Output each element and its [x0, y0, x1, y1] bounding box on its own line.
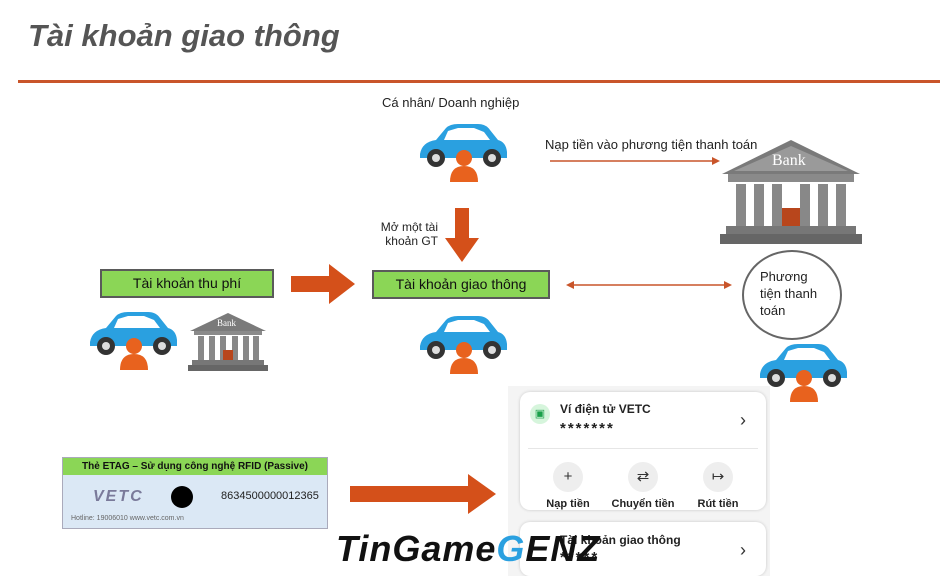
withdraw-action[interactable]: ↦ Rút tiền — [678, 462, 758, 510]
bank-text: Bank — [772, 152, 806, 169]
withdraw-action-label: Rút tiền — [697, 498, 739, 510]
right-arrow-middle — [291, 264, 355, 304]
etag-footer: Hotline: 19006010 www.vetc.com.vn — [71, 515, 184, 522]
payment-method-circle: Phương tiện thanh toán — [742, 250, 842, 340]
page-title: Tài khoản giao thông — [28, 18, 340, 53]
traffic-card-masked: ***** — [560, 549, 600, 566]
etag-number: 8634500000012365 — [221, 490, 319, 502]
open-account-label: Mở một tài khoản GT — [380, 220, 438, 248]
plus-icon: + — [553, 462, 583, 492]
transfer-action[interactable]: ⇄ Chuyển tiền — [603, 462, 683, 510]
title-divider — [18, 80, 940, 83]
topup-label: Nạp tiền vào phương tiện thanh toán — [545, 137, 758, 152]
bank-text-small: Bank — [217, 318, 236, 328]
individual-label: Cá nhân/ Doanh nghiệp — [382, 95, 520, 110]
wallet-icon: ▣ — [530, 404, 550, 424]
etag-card: Thẻ ETAG – Sử dụng công nghệ RFID (Passi… — [62, 457, 328, 529]
wallet-masked-balance: ******* — [560, 420, 615, 437]
bank-icon-large — [720, 140, 862, 244]
watermark-logo: TinGameGENZ — [336, 528, 601, 569]
car-person-icon-middle — [420, 316, 507, 374]
wallet-title: Ví điện tử VETC — [560, 402, 651, 416]
traffic-card-chevron-icon[interactable]: › — [740, 540, 746, 560]
bank-icon-small — [188, 313, 268, 371]
down-arrow — [445, 208, 479, 262]
traffic-card-title: Tài khoản giao thông — [560, 533, 681, 547]
topup-arrow — [550, 157, 720, 165]
traffic-account-card[interactable]: Tài khoản giao thông ***** › — [520, 522, 766, 576]
transfer-icon: ⇄ — [628, 462, 658, 492]
wallet-chevron-icon[interactable]: › — [740, 410, 746, 430]
wallet-divider — [528, 448, 758, 449]
traffic-account-box: Tài khoản giao thông — [372, 270, 550, 299]
etag-logo: VETC — [93, 488, 144, 505]
topup-action[interactable]: + Nạp tiền — [528, 462, 608, 510]
transfer-action-label: Chuyển tiền — [611, 498, 675, 510]
topup-action-label: Nạp tiền — [546, 498, 590, 510]
toll-account-box: Tài khoản thu phí — [100, 269, 274, 298]
car-person-icon-top — [420, 124, 507, 182]
car-person-icon-right — [760, 344, 847, 402]
wallet-card[interactable]: ▣ Ví điện tử VETC ******* › + Nạp tiền ⇄… — [520, 392, 766, 510]
etag-arrow — [350, 474, 496, 514]
car-person-icon-left — [90, 312, 177, 370]
double-arrow — [566, 281, 732, 289]
etag-header: Thẻ ETAG – Sử dụng công nghệ RFID (Passi… — [63, 458, 327, 475]
withdraw-icon: ↦ — [703, 462, 733, 492]
etag-chip — [171, 486, 193, 508]
